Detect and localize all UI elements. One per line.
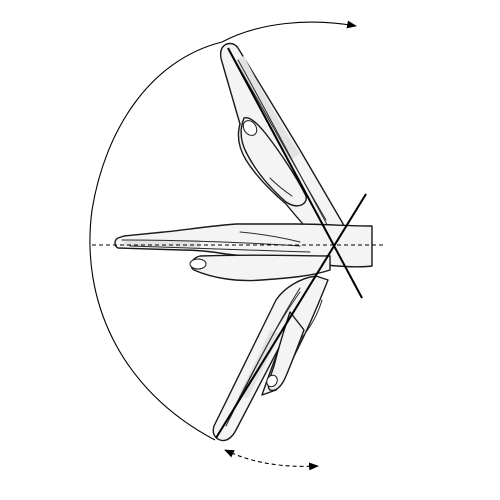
bottom-arrow-icon — [224, 449, 319, 471]
hand-neutral-icon — [114, 223, 373, 282]
lowered-axis-line — [215, 193, 367, 439]
hand-lowered-icon — [212, 275, 329, 442]
motion-arc — [89, 41, 223, 441]
hand-raised-icon — [219, 42, 349, 257]
top-arrow-icon — [221, 20, 357, 43]
raised-axis-line — [227, 47, 363, 299]
